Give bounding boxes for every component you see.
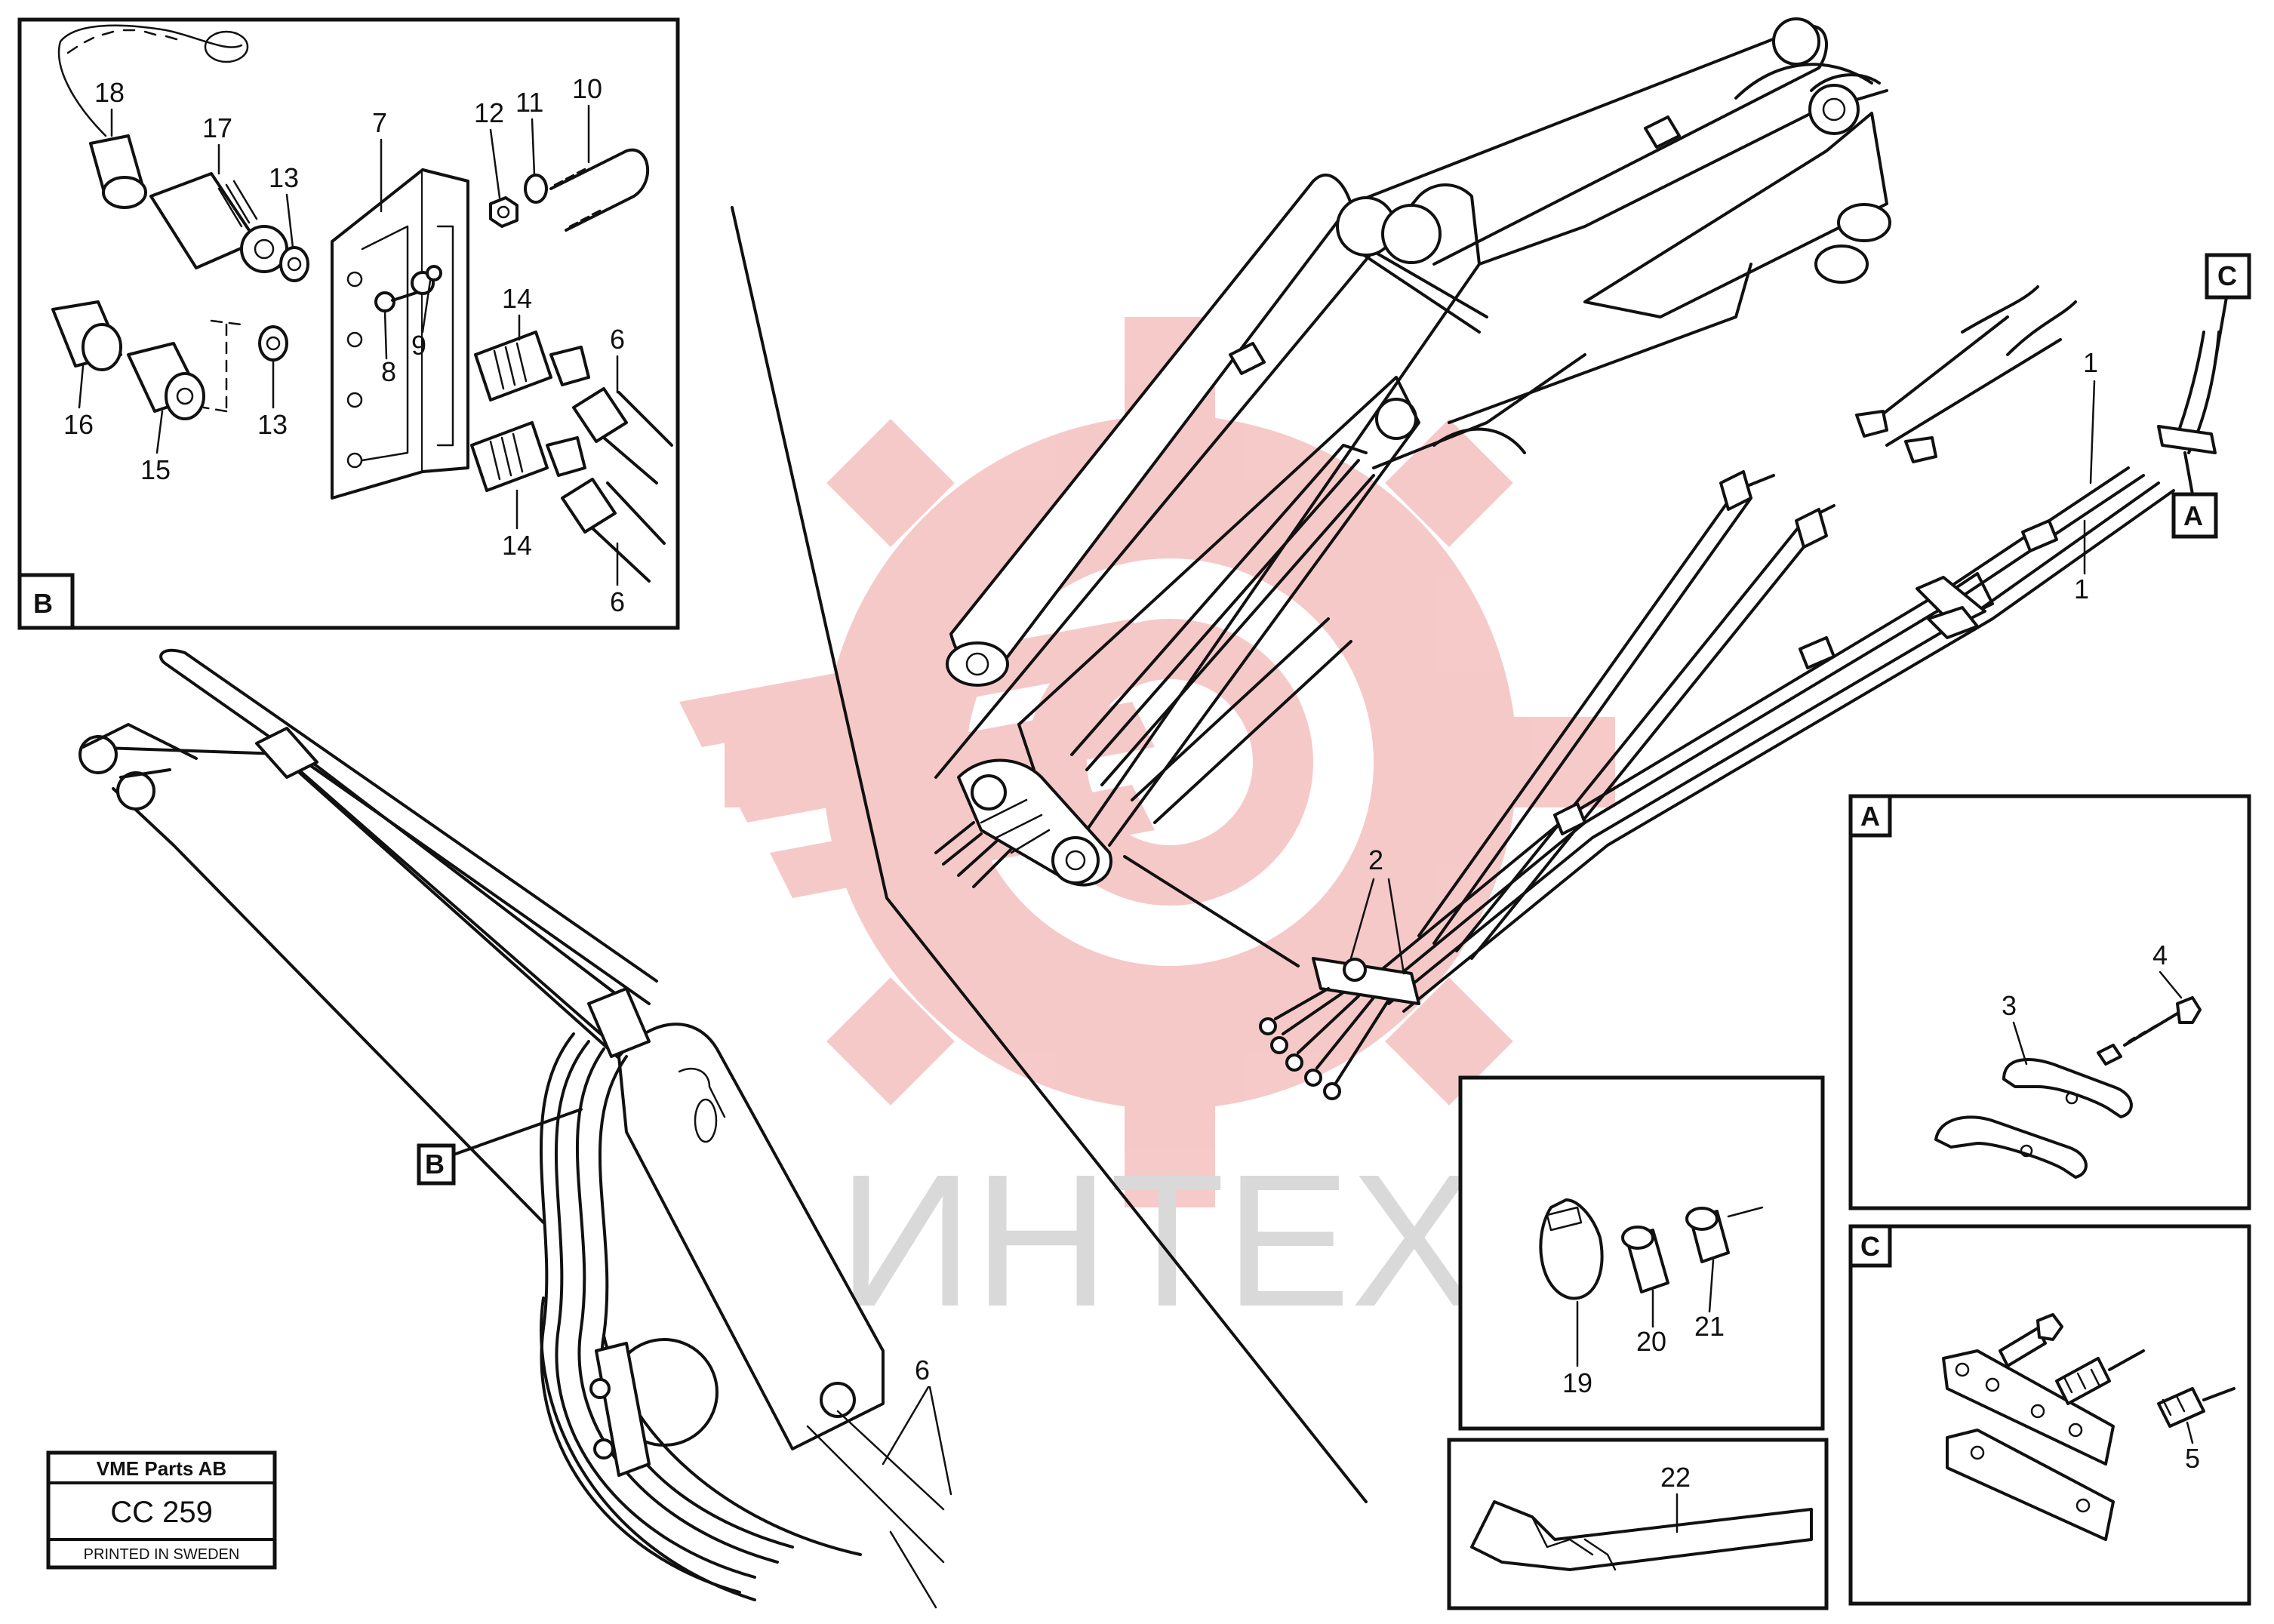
strap <box>1470 1500 1813 1571</box>
hose-clamp <box>1539 1198 1604 1300</box>
pipe-clamp <box>1259 957 1420 1100</box>
callout-1-upper: 1 <box>2083 347 2098 378</box>
pipe-group <box>1357 466 2175 1013</box>
callout-16: 16 <box>63 409 94 440</box>
callout-11: 11 <box>515 87 543 118</box>
washer-lower <box>258 325 288 361</box>
stamp-footer: PRINTED IN SWEDEN <box>84 1546 240 1563</box>
detail-box-c: C 5 <box>1848 1224 2251 1606</box>
boom-main <box>934 17 2175 1100</box>
callout-5: 5 <box>2185 1443 2200 1474</box>
callout-20: 20 <box>1636 1326 1666 1357</box>
flag-c: C <box>2217 260 2237 291</box>
dust-plug <box>51 300 122 371</box>
boom-arm-left <box>78 648 945 1609</box>
dust-cap <box>89 134 147 209</box>
callout-8: 8 <box>381 356 396 387</box>
callout-7: 7 <box>372 107 387 138</box>
adapter-c <box>2055 1357 2111 1405</box>
hose-clamp-lower <box>595 1342 651 1477</box>
bolt-with-washer <box>374 265 442 312</box>
adapter-upper <box>474 331 590 401</box>
clamp-a <box>2157 425 2217 454</box>
mounting-bracket <box>331 168 469 500</box>
nut-a <box>2097 1044 2122 1066</box>
callout-15: 15 <box>140 454 171 485</box>
callout-13-lower: 13 <box>257 409 288 440</box>
flag-a: A <box>2183 500 2203 531</box>
detail-box-clamps: 19 20 21 <box>1458 1075 1825 1431</box>
callout-14-upper: 14 <box>502 283 532 314</box>
callout-6-left: 6 <box>915 1355 930 1386</box>
callout-3: 3 <box>2002 990 2017 1021</box>
detail-box-b-tag-frame <box>17 573 75 630</box>
flag-a-frame <box>2171 492 2218 539</box>
chain-ring <box>204 30 249 63</box>
detail-box-c-tag: C <box>1860 1231 1880 1262</box>
washer-upper <box>279 246 309 282</box>
callout-12: 12 <box>474 97 504 128</box>
callout-1-lower: 1 <box>2074 574 2089 604</box>
callout-6-upper: 6 <box>610 324 625 355</box>
chain <box>57 24 243 137</box>
callout-10: 10 <box>572 73 602 104</box>
clamp-half-upper <box>2002 1058 2133 1118</box>
callout-21: 21 <box>1694 1311 1725 1342</box>
callout-6-lower: 6 <box>610 586 625 617</box>
detail-box-b-tag: B <box>33 588 53 619</box>
hose-upper <box>572 387 673 484</box>
separator-line <box>731 206 1368 1503</box>
quick-coupling-male <box>127 342 205 420</box>
stamp-company: VME Parts AB <box>97 1457 226 1480</box>
flag-b: B <box>425 1149 445 1180</box>
callout-17: 17 <box>202 112 232 143</box>
stamp: VME Parts AB CC 259 PRINTED IN SWEDEN <box>46 1450 277 1570</box>
detail-box-b: B <box>17 17 680 630</box>
nut <box>489 196 518 228</box>
bolt-head-a <box>2176 996 2202 1024</box>
detail-box-c-tag-frame <box>1848 1224 1892 1268</box>
callout-22: 22 <box>1660 1462 1691 1493</box>
spring-washer <box>524 174 548 204</box>
plate-lower <box>1946 1429 2115 1541</box>
cylinder-clamp <box>255 727 318 779</box>
callout-9: 9 <box>411 330 426 361</box>
detail-box-strap: 22 <box>1447 1438 1829 1610</box>
hose-clamp-upper <box>587 987 651 1058</box>
flag-c-frame <box>2205 253 2251 300</box>
callout-18: 18 <box>94 77 125 108</box>
hose-bundle-left <box>539 1032 794 1594</box>
clamp-half-lower <box>1934 1115 2088 1179</box>
callout-14-lower: 14 <box>502 530 532 561</box>
detail-box-a: A 4 3 <box>1848 794 2251 1210</box>
callout-13-upper: 13 <box>269 162 299 193</box>
adapter-lower <box>470 421 586 492</box>
plate-upper <box>1942 1349 2115 1466</box>
u-bolt <box>549 148 649 232</box>
flag-b-frame <box>417 1143 456 1186</box>
stamp-code: CC 259 <box>110 1496 213 1529</box>
bolt-c <box>1999 1327 2047 1367</box>
quick-coupling-female <box>149 172 288 273</box>
hose-lower <box>561 478 666 583</box>
adapter-c-2 <box>2157 1387 2205 1428</box>
detail-box-a-tag: A <box>1860 801 1880 832</box>
callout-4: 4 <box>2152 940 2168 970</box>
callout-2: 2 <box>1368 844 1383 875</box>
detail-box-a-tag-frame <box>1848 794 1892 838</box>
callout-19: 19 <box>1562 1367 1592 1398</box>
